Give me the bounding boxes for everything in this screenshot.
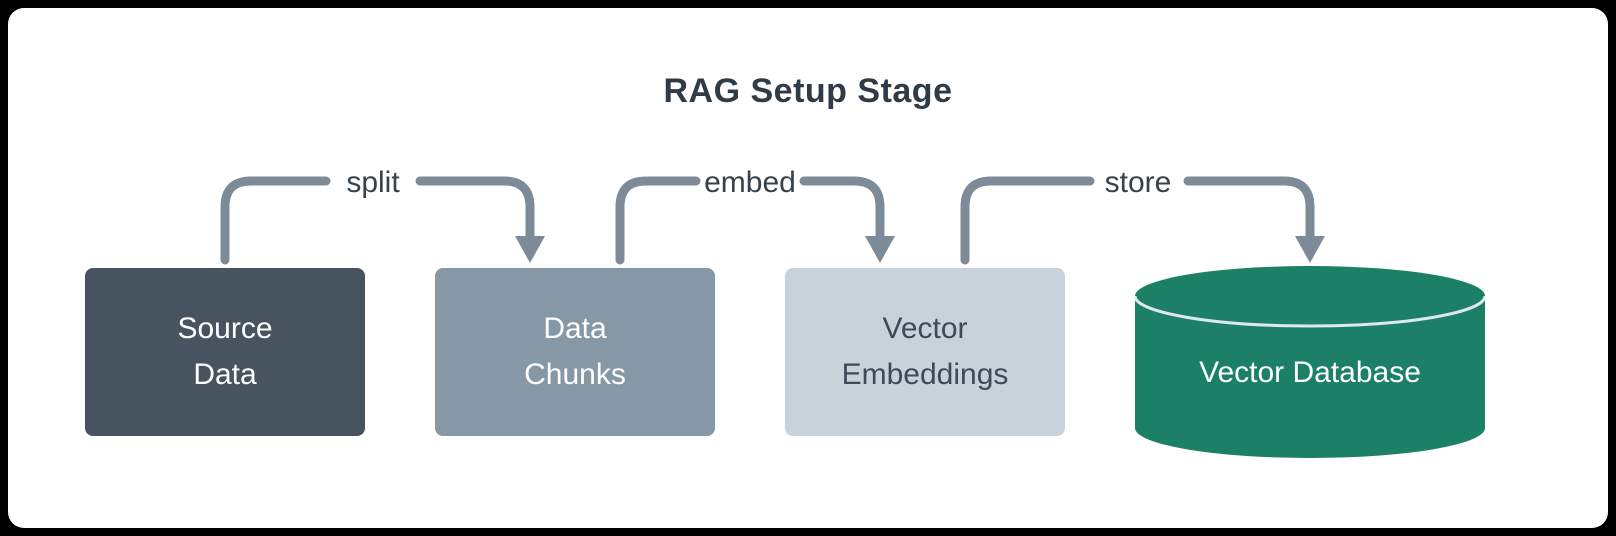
cylinder-rim <box>1135 295 1485 328</box>
edge-embed-line-start <box>615 176 701 265</box>
edge-split-label: split <box>346 166 400 199</box>
node-label-line: Chunks <box>524 358 626 391</box>
edge-split-line-start <box>220 176 331 265</box>
edge-store-label: store <box>1105 166 1172 199</box>
edge-embed-arrowhead-icon <box>865 236 895 263</box>
node-vector-database: Vector Database <box>1135 266 1485 458</box>
node-label-line: Vector <box>882 312 968 345</box>
cylinder-top <box>1135 266 1485 326</box>
node-data-chunks: Data Chunks <box>435 268 715 436</box>
node-label-line: Vector Database <box>1199 356 1421 389</box>
edge-store-arrowhead-icon <box>1295 236 1325 263</box>
node-label-line: Embeddings <box>841 358 1009 391</box>
database-cylinder-icon <box>1135 266 1485 458</box>
edge-store-line-start <box>960 176 1095 265</box>
edge-store: store <box>960 166 1325 265</box>
edge-store-line-end <box>1183 176 1315 243</box>
edge-embed: embed <box>615 166 895 265</box>
edge-embed-label: embed <box>704 166 796 199</box>
node-source-data: Source Data <box>85 268 365 436</box>
node-label-line: Data <box>543 312 607 345</box>
edge-embed-line-end <box>799 176 885 243</box>
cylinder-body <box>1135 296 1485 458</box>
edge-split: split <box>220 166 545 265</box>
node-label-line: Source <box>177 312 273 345</box>
edge-split-line-end <box>415 176 535 243</box>
diagram-title: RAG Setup Stage <box>663 72 953 110</box>
edge-split-arrowhead-icon <box>515 236 545 263</box>
diagram-canvas: RAG Setup Stage split embed store Source… <box>8 8 1608 528</box>
node-vector-embeddings: Vector Embeddings <box>785 268 1065 436</box>
node-label-line: Data <box>193 358 257 391</box>
